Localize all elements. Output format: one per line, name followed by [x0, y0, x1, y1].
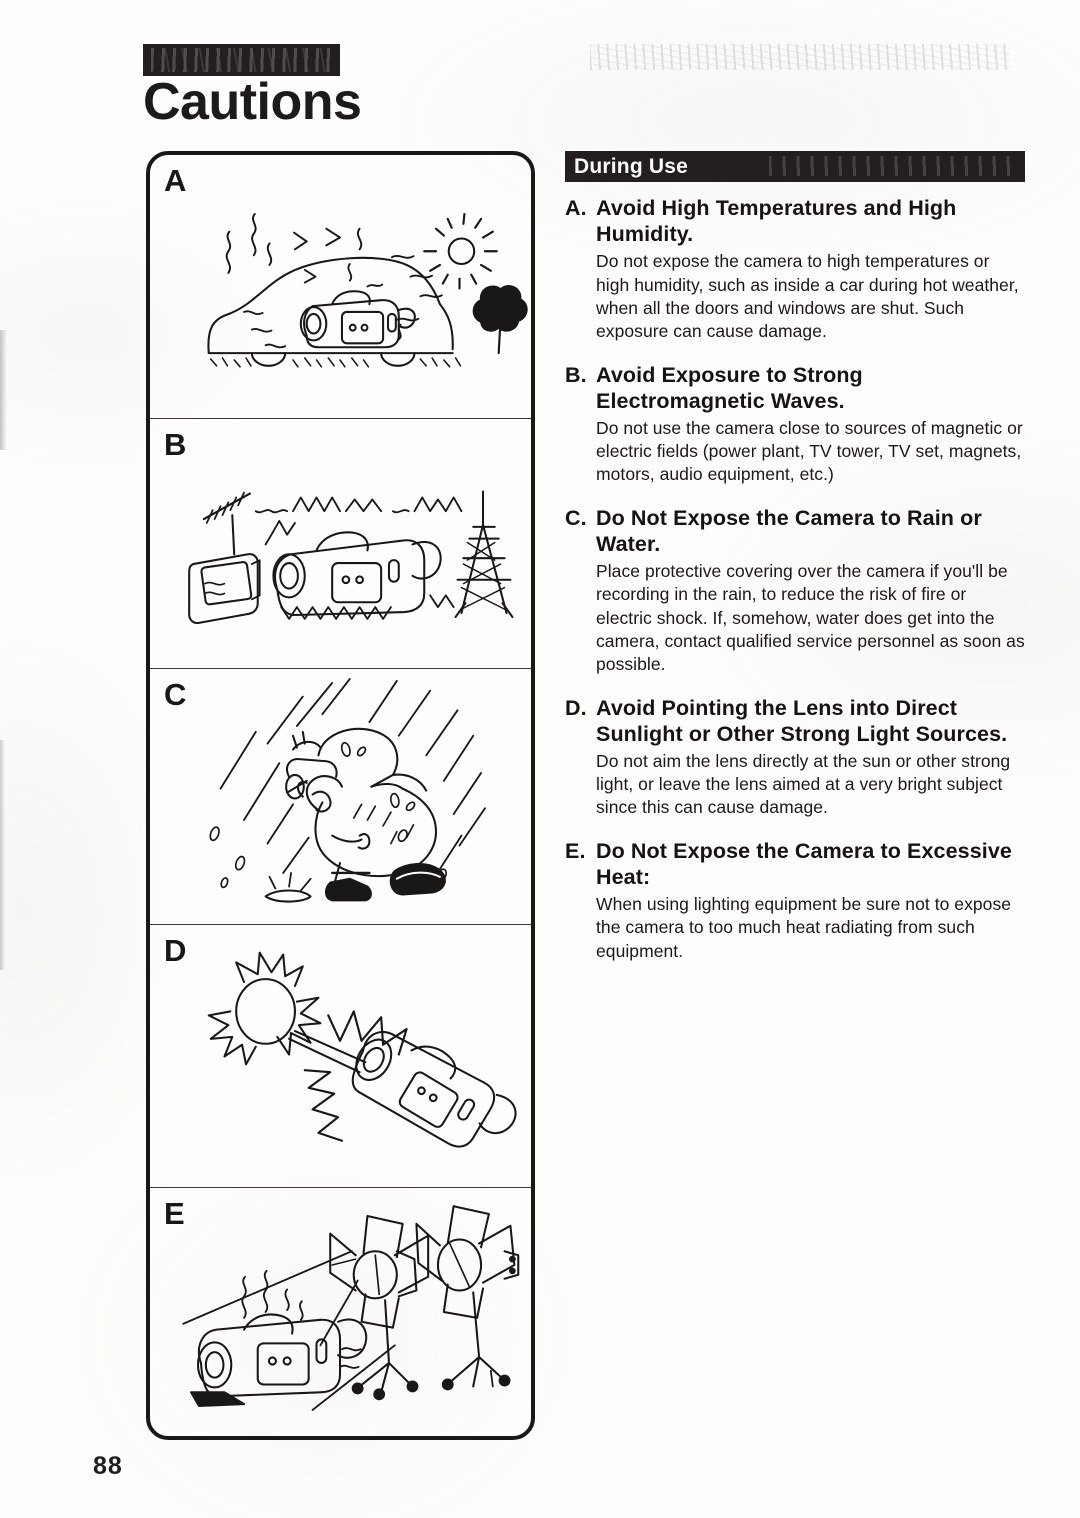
page-number: 88: [93, 1452, 123, 1480]
caution-body-b: Do not use the camera close to sources o…: [596, 417, 1025, 487]
caution-entry-c: C. Do Not Expose the Camera to Rain or W…: [565, 505, 1025, 677]
caution-entry-a: A. Avoid High Temperatures and High Humi…: [565, 195, 1025, 344]
caution-body-d: Do not aim the lens directly at the sun …: [596, 750, 1025, 820]
during-use-section: During Use A. Avoid High Temperatures an…: [565, 151, 1025, 981]
panel-letter-b: B: [164, 427, 187, 462]
caution-marker-b: B.: [565, 362, 587, 387]
caution-entry-e: E. Do Not Expose the Camera to Excessive…: [565, 838, 1025, 963]
illustration-panel-a: A: [150, 155, 531, 419]
illustration-panel-e: E: [150, 1188, 531, 1436]
scan-artifact-left-edge: [0, 330, 7, 450]
scan-artifact-left-edge-2: [0, 740, 5, 970]
caution-heading-d: D. Avoid Pointing the Lens into Direct S…: [565, 695, 1025, 747]
cautions-illustration-frame: A: [146, 151, 535, 1440]
section-header-bar: During Use: [565, 151, 1025, 182]
caution-marker-a: A.: [565, 196, 587, 220]
page-title: Cautions: [143, 73, 362, 131]
caution-title-d: Avoid Pointing the Lens into Direct Sunl…: [596, 695, 1008, 746]
caution-body-text-c: Place protective covering over the camer…: [596, 561, 1025, 675]
camera-pointed-at-sun-icon: [150, 925, 531, 1187]
caution-heading-a: A. Avoid High Temperatures and High Humi…: [565, 195, 1025, 247]
panel-letter-c: C: [164, 677, 187, 712]
chapter-tab-ghost-text: [151, 48, 332, 72]
caution-marker-e: E.: [565, 838, 586, 863]
caution-title-e: Do Not Expose the Camera to Excessive He…: [596, 838, 1012, 889]
camera-near-lighting-equipment-icon: [150, 1188, 531, 1436]
panel-letter-d: D: [164, 933, 187, 968]
caution-title-a: Avoid High Temperatures and High Humidit…: [596, 196, 957, 247]
caution-body-e: When using lighting equipment be sure no…: [596, 893, 1025, 963]
illustration-panel-c: C: [150, 669, 531, 925]
panel-letter-a: A: [164, 163, 187, 198]
caution-marker-d: D.: [565, 695, 587, 720]
caution-title-b: Avoid Exposure to Strong Electromagnetic…: [596, 362, 863, 413]
illustration-panel-b: B: [150, 419, 531, 669]
section-header-ghost: [769, 156, 1019, 176]
caution-title-c: Do Not Expose the Camera to Rain or Wate…: [596, 505, 982, 556]
caution-body-text-b: Do not use the camera close to sources o…: [596, 417, 1023, 485]
caution-heading-b: B. Avoid Exposure to Strong Electromagne…: [565, 362, 1025, 414]
caution-entry-d: D. Avoid Pointing the Lens into Direct S…: [565, 695, 1025, 820]
caution-body-text-d: Do not aim the lens directly at the sun …: [596, 750, 1011, 818]
chapter-tab-bar: [143, 44, 340, 76]
caution-body-text-e: When using lighting equipment be sure no…: [596, 894, 1012, 961]
caution-marker-c: C.: [565, 505, 587, 530]
scan-artifact-top: [590, 44, 1010, 70]
caution-body-text-a: Do not expose the camera to high tempera…: [596, 251, 1019, 342]
caution-heading-c: C. Do Not Expose the Camera to Rain or W…: [565, 505, 1025, 557]
caution-body-c: Place protective covering over the camer…: [596, 560, 1025, 676]
camera-in-rain-icon: [150, 669, 531, 924]
caution-heading-e: E. Do Not Expose the Camera to Excessive…: [565, 838, 1025, 890]
camera-near-electromagnetic-sources-icon: [150, 419, 531, 668]
caution-body-a: Do not expose the camera to high tempera…: [596, 250, 1025, 343]
caution-entry-b: B. Avoid Exposure to Strong Electromagne…: [565, 362, 1025, 487]
panel-letter-e: E: [164, 1196, 185, 1231]
camera-in-hot-car-icon: [150, 155, 531, 418]
illustration-panel-d: D: [150, 925, 531, 1188]
section-header-label: During Use: [574, 154, 689, 178]
